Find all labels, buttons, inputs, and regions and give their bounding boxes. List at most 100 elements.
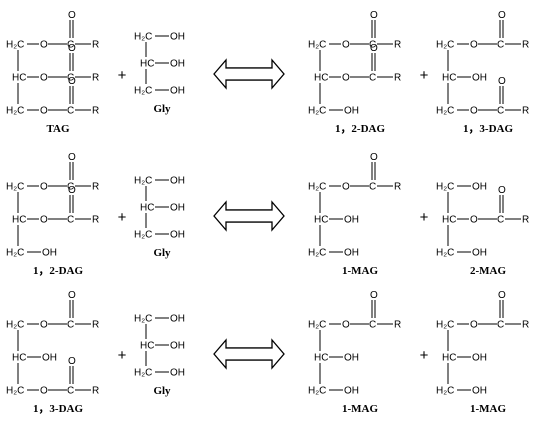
reactant-2-glyceride-label: 1，2-DAG xyxy=(33,265,84,277)
product-1b-label: 1，3-DAG xyxy=(463,123,514,135)
hydroxyl-group: OH xyxy=(472,353,487,364)
carbonyl-oxygen: O xyxy=(370,152,378,163)
r-group: R xyxy=(522,106,529,117)
oxygen-atom: O xyxy=(40,320,48,331)
r-group: R xyxy=(92,320,99,331)
ch-carbon: HC xyxy=(442,73,456,84)
oxygen-atom: O xyxy=(40,215,48,226)
hydroxyl-group: OH xyxy=(344,106,359,117)
ch2-carbon: H₂C xyxy=(6,386,24,397)
product-3b-label: 1-MAG xyxy=(470,403,506,415)
ch-carbon: HC xyxy=(12,353,26,364)
hydroxyl-group: OH xyxy=(42,248,57,259)
carbonyl-oxygen: O xyxy=(68,290,76,301)
equilibrium-arrow xyxy=(213,58,285,90)
carbonyl-oxygen: O xyxy=(68,76,76,87)
carbon-atom: C xyxy=(497,320,504,331)
ch2-carbon: H₂C xyxy=(308,182,326,193)
oxygen-atom: O xyxy=(470,40,478,51)
hydroxyl-group: OH xyxy=(170,176,185,187)
ch2-carbon: H₂C xyxy=(308,320,326,331)
oxygen-atom: O xyxy=(470,320,478,331)
ch-carbon: HC xyxy=(140,341,154,352)
hydroxyl-group: OH xyxy=(170,341,185,352)
carbonyl-oxygen: O xyxy=(68,10,76,21)
ch2-carbon: H₂C xyxy=(134,32,152,43)
hydroxyl-group: OH xyxy=(344,353,359,364)
oxygen-atom: O xyxy=(40,182,48,193)
ch-carbon: HC xyxy=(442,353,456,364)
oxygen-atom: O xyxy=(40,106,48,117)
reactant-3-glyceride-label: 1，3-DAG xyxy=(33,403,84,415)
ch2-carbon: H₂C xyxy=(6,40,24,51)
carbonyl-oxygen: O xyxy=(498,290,506,301)
ch-carbon: HC xyxy=(314,215,328,226)
hydroxyl-group: OH xyxy=(170,32,185,43)
ch-carbon: HC xyxy=(314,73,328,84)
hydroxyl-group: OH xyxy=(170,314,185,325)
r-group: R xyxy=(92,40,99,51)
ch-carbon: HC xyxy=(12,73,26,84)
product-2b-label: 2-MAG xyxy=(470,265,506,277)
hydroxyl-group: OH xyxy=(170,230,185,241)
oxygen-atom: O xyxy=(342,320,350,331)
oxygen-atom: O xyxy=(40,40,48,51)
hydroxyl-group: OH xyxy=(344,386,359,397)
plus-sign: + xyxy=(118,209,127,226)
plus-sign: + xyxy=(118,347,127,364)
carbon-atom: C xyxy=(369,182,376,193)
oxygen-atom: O xyxy=(470,106,478,117)
carbon-atom: C xyxy=(67,73,74,84)
ch-carbon: HC xyxy=(442,215,456,226)
carbon-atom: C xyxy=(67,215,74,226)
carbon-atom: C xyxy=(497,40,504,51)
ch2-carbon: H₂C xyxy=(6,248,24,259)
r-group: R xyxy=(92,106,99,117)
hydroxyl-group: OH xyxy=(472,73,487,84)
reactant-1-glycerol-label: Gly xyxy=(153,103,171,115)
carbonyl-oxygen: O xyxy=(370,43,378,54)
ch2-carbon: H₂C xyxy=(134,230,152,241)
hydroxyl-group: OH xyxy=(170,59,185,70)
equilibrium-arrow xyxy=(213,338,285,370)
ch-carbon: HC xyxy=(314,353,328,364)
oxygen-atom: O xyxy=(40,73,48,84)
reactant-3-glycerol-label: Gly xyxy=(153,385,171,397)
ch2-carbon: H₂C xyxy=(436,248,454,259)
plus-sign: + xyxy=(420,209,429,226)
carbonyl-oxygen: O xyxy=(68,43,76,54)
r-group: R xyxy=(394,320,401,331)
ch2-carbon: H₂C xyxy=(308,40,326,51)
ch2-carbon: H₂C xyxy=(436,40,454,51)
carbonyl-oxygen: O xyxy=(68,185,76,196)
r-group: R xyxy=(92,73,99,84)
ch2-carbon: H₂C xyxy=(134,86,152,97)
carbonyl-oxygen: O xyxy=(68,356,76,367)
oxygen-atom: O xyxy=(342,40,350,51)
hydroxyl-group: OH xyxy=(344,215,359,226)
hydroxyl-group: OH xyxy=(170,86,185,97)
reactant-1-glyceride-label: TAG xyxy=(46,123,69,135)
carbon-atom: C xyxy=(369,73,376,84)
carbonyl-oxygen: O xyxy=(68,152,76,163)
ch2-carbon: H₂C xyxy=(436,386,454,397)
r-group: R xyxy=(522,320,529,331)
hydroxyl-group: OH xyxy=(472,182,487,193)
ch2-carbon: H₂C xyxy=(436,182,454,193)
product-1a-label: 1，2-DAG xyxy=(335,123,386,135)
oxygen-atom: O xyxy=(342,73,350,84)
carbon-atom: C xyxy=(497,215,504,226)
equilibrium-arrow xyxy=(213,200,285,232)
ch2-carbon: H₂C xyxy=(6,182,24,193)
ch-carbon: HC xyxy=(140,59,154,70)
carbonyl-oxygen: O xyxy=(370,290,378,301)
